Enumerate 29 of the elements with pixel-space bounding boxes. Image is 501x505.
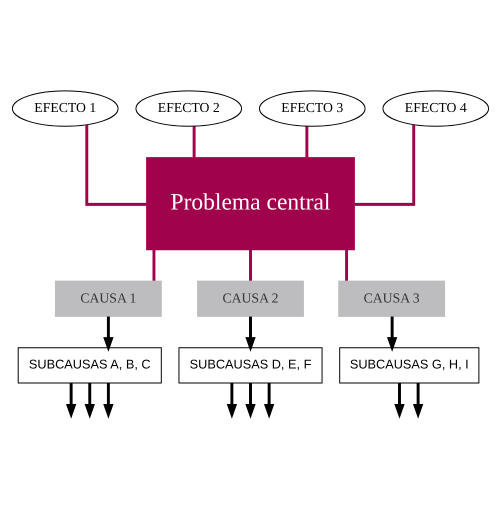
connector [192,126,196,157]
arrow [245,316,256,352]
arrow [412,382,424,418]
node-box: SUBCAUSAS A, B, C [18,346,162,383]
connector [345,249,348,280]
connector [249,249,252,280]
arrow [245,382,256,418]
connector [354,124,416,206]
arrow [264,382,274,418]
connector [152,249,156,280]
node-ellipse: EFECTO 3 [258,90,366,126]
arrow [103,316,114,352]
node-ellipse: EFECTO 1 [12,90,119,126]
node-ellipse: EFECTO 4 [382,90,490,126]
arrow [394,382,405,418]
node-box: CAUSA 1 [54,280,162,316]
node-box: SUBCAUSAS D, E, F [178,346,323,383]
arrow [103,382,114,418]
node-box: CAUSA 3 [338,280,446,316]
connector [305,126,308,157]
node-box: SUBCAUSAS G, H, I [339,346,480,383]
node-ellipse: EFECTO 2 [135,90,242,126]
arrow [84,382,95,418]
node-box: CAUSA 2 [197,280,304,316]
node-box: Problema central [146,156,355,250]
arrow [66,382,76,418]
connector [85,124,146,206]
arrow [386,316,398,352]
arrow [226,382,238,418]
